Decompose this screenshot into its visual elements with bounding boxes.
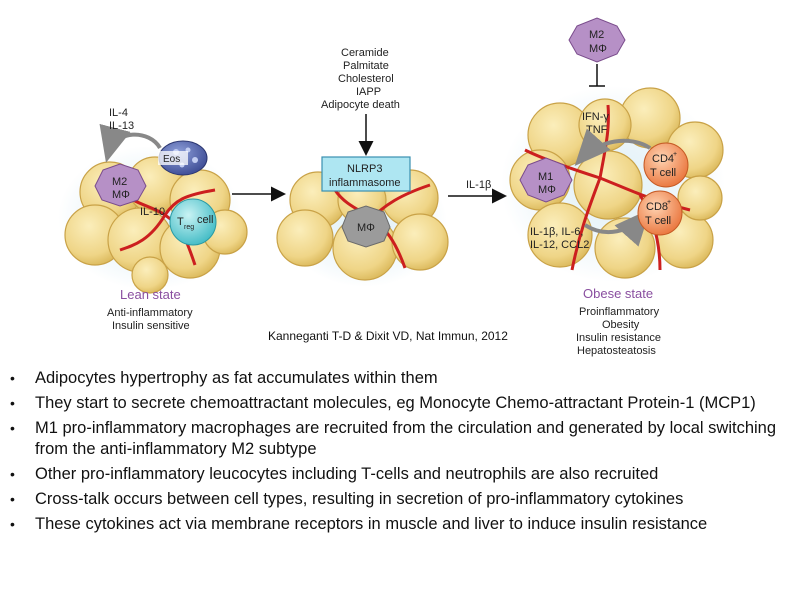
treg-cell: T reg cell	[169, 198, 217, 246]
svg-text:M2: M2	[589, 29, 604, 41]
lean-subtitle-1: Anti-inflammatory	[107, 307, 193, 319]
lean-state-cluster: IL-4 IL-13 Eos M2 MΦ IL-10 T reg cell Le…	[58, 107, 248, 332]
svg-text:Cholesterol: Cholesterol	[338, 73, 394, 85]
citation: Kanneganti T-D & Dixit VD, Nat Immun, 20…	[268, 329, 508, 343]
middle-state-cluster: Ceramide Palmitate Cholesterol IAPP Adip…	[276, 47, 449, 287]
svg-text:MΦ: MΦ	[112, 189, 130, 201]
bullet-list: Adipocytes hypertrophy as fat accumulate…	[10, 368, 805, 539]
svg-text:inflammasome: inflammasome	[329, 177, 401, 189]
svg-text:IL-4: IL-4	[109, 107, 128, 119]
svg-text:IL-13: IL-13	[109, 120, 134, 132]
svg-text:CD8: CD8	[646, 201, 668, 213]
svg-text:MΦ: MΦ	[538, 184, 556, 196]
obese-subtitle-3: Insulin resistance	[576, 332, 661, 344]
adipose-inflammation-diagram: IL-4 IL-13 Eos M2 MΦ IL-10 T reg cell Le…	[58, 17, 725, 357]
lean-il4-il13-label: IL-4 IL-13	[109, 107, 134, 132]
svg-text:IL-1β, IL-6,: IL-1β, IL-6,	[530, 226, 583, 238]
cd4-t-cell: CD4 + T cell	[643, 142, 689, 188]
cd8-t-cell: CD8 + T cell	[637, 190, 683, 236]
svg-text:IL-12, CCL2: IL-12, CCL2	[530, 239, 589, 251]
svg-text:NLRP3: NLRP3	[347, 163, 382, 175]
middle-trigger-list: Ceramide Palmitate Cholesterol IAPP Adip…	[321, 47, 400, 111]
svg-text:TNF: TNF	[586, 124, 608, 136]
macrophage-middle: MΦ	[341, 205, 391, 248]
il10-label: IL-10	[140, 206, 165, 218]
svg-text:Palmitate: Palmitate	[343, 60, 389, 72]
svg-text:Adipocyte death: Adipocyte death	[321, 99, 400, 111]
nlrp3-inflammasome-box: NLRP3 inflammasome	[321, 156, 411, 192]
m2-macrophage-obese: M2 MΦ	[568, 17, 626, 63]
obese-subtitle-4: Hepatosteatosis	[577, 345, 656, 357]
svg-text:T: T	[177, 216, 184, 228]
tcell-to-m1-arrow	[574, 128, 652, 166]
obese-cytokine-label: IL-1β, IL-6, IL-12, CCL2	[530, 226, 589, 251]
svg-text:Ceramide: Ceramide	[341, 47, 389, 59]
svg-text:MΦ: MΦ	[357, 222, 375, 234]
svg-text:IAPP: IAPP	[356, 86, 381, 98]
svg-text:M2: M2	[112, 176, 127, 188]
ifn-tnf-label: IFN-γ TNF	[582, 111, 609, 136]
obese-state-title: Obese state	[583, 286, 653, 301]
lean-subtitle-2: Insulin sensitive	[112, 320, 190, 332]
bullet-item: They start to secrete chemoattractant mo…	[10, 393, 805, 414]
obese-state-cluster: M2 MΦ IFN-γ TNF M1 MΦ CD4 + T cell CD8 +	[501, 17, 725, 357]
svg-text:CD4: CD4	[652, 153, 674, 165]
m1-macrophage: M1 MΦ	[519, 157, 573, 203]
svg-text:T cell: T cell	[645, 215, 671, 227]
bullet-item: These cytokines act via membrane recepto…	[10, 514, 805, 535]
svg-text:cell: cell	[197, 214, 214, 226]
svg-text:Eos: Eos	[163, 154, 180, 165]
svg-text:+: +	[667, 199, 671, 206]
il1b-arrow-label: IL-1β	[466, 179, 491, 191]
bullet-item: M1 pro-inflammatory macrophages are recr…	[10, 418, 805, 460]
obese-subtitle-1: Proinflammatory	[579, 306, 660, 318]
m2-inhibition-line	[589, 64, 605, 87]
il4-il13-arrow	[99, 123, 162, 163]
svg-text:M1: M1	[538, 171, 553, 183]
bullet-item: Other pro-inflammatory leucocytes includ…	[10, 464, 805, 485]
m2-macrophage-lean: M2 MΦ	[94, 163, 147, 207]
bullet-item: Adipocytes hypertrophy as fat accumulate…	[10, 368, 805, 389]
svg-text:reg: reg	[184, 224, 194, 231]
svg-text:T cell: T cell	[650, 167, 676, 179]
svg-text:MΦ: MΦ	[589, 43, 607, 55]
bullet-item: Cross-talk occurs between cell types, re…	[10, 489, 805, 510]
svg-text:+: +	[673, 151, 677, 158]
lean-state-title: Lean state	[120, 287, 181, 302]
eosinophil: Eos	[158, 140, 208, 176]
obese-subtitle-2: Obesity	[602, 319, 640, 331]
svg-text:IFN-γ: IFN-γ	[582, 111, 609, 123]
